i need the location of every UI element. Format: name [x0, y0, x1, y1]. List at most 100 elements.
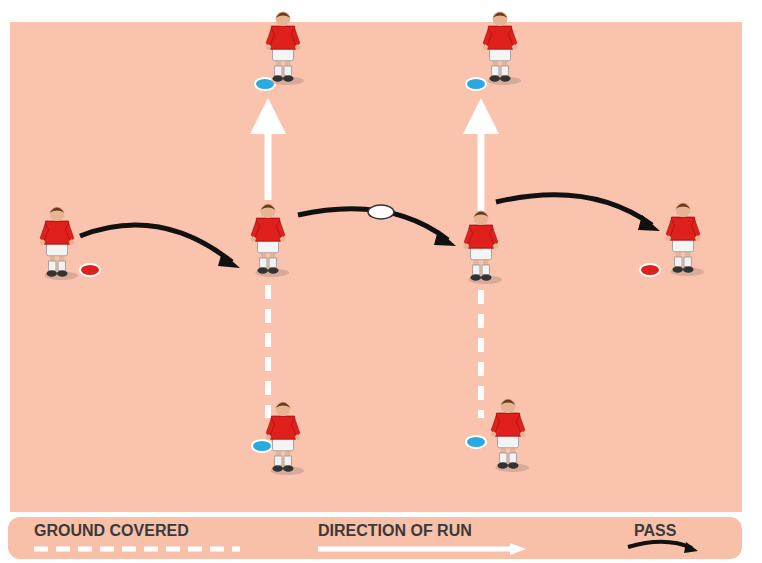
player-hair [50, 207, 65, 212]
player-part [691, 219, 699, 238]
legend-pass-sample-head [684, 542, 698, 553]
player-part [280, 236, 285, 241]
player-head [261, 203, 276, 218]
player-head [276, 401, 291, 416]
player-part [58, 261, 65, 270]
player-part [481, 274, 492, 280]
player-part [464, 227, 472, 246]
legend-bar [8, 517, 742, 559]
player-part [491, 431, 496, 436]
player-shirt [468, 225, 493, 248]
player-part [295, 434, 300, 439]
player [483, 11, 521, 85]
player-part [273, 75, 284, 81]
player-part [40, 223, 48, 242]
player-part [266, 418, 274, 437]
player-part [251, 220, 259, 239]
pass-arrow-head [638, 215, 660, 231]
player-part [69, 239, 74, 244]
player-shirt [270, 416, 295, 439]
player-part [49, 261, 56, 270]
pass-arrow-head [218, 252, 240, 268]
player-part [276, 220, 284, 239]
player [251, 203, 289, 277]
player-part [520, 431, 525, 436]
player-part [483, 44, 488, 49]
player-part [491, 415, 499, 434]
player-part [500, 453, 507, 462]
player-part [666, 219, 674, 238]
player-hair [501, 399, 516, 404]
player-head [276, 11, 291, 26]
player [666, 202, 704, 276]
player-part [283, 465, 294, 471]
legend-pass-sample [628, 542, 692, 548]
player-hair [276, 402, 291, 407]
player-hair [676, 203, 691, 208]
player-hair [261, 204, 276, 209]
player-part [464, 243, 469, 248]
player-part [284, 66, 291, 75]
player-part [275, 66, 282, 75]
player-part [666, 235, 671, 240]
player-part [295, 44, 300, 49]
player-part [509, 453, 516, 462]
player-part [675, 257, 682, 266]
player-part [291, 418, 299, 437]
player-part [498, 462, 509, 468]
run-arrow [478, 130, 485, 222]
player-part [508, 462, 519, 468]
player-part [258, 267, 269, 273]
pass-arrow [80, 225, 232, 262]
player-part [673, 266, 684, 272]
players [40, 11, 704, 475]
player-part [47, 270, 58, 276]
player-part [501, 66, 508, 75]
player-shirt [487, 26, 512, 49]
player-head [50, 206, 65, 221]
player-part [516, 415, 524, 434]
player [491, 398, 529, 472]
player [40, 206, 78, 280]
player-part [695, 235, 700, 240]
player-part [40, 239, 45, 244]
player-part [269, 258, 276, 267]
red-cone [80, 264, 100, 276]
player-part [492, 66, 499, 75]
run-arrow-head [250, 98, 286, 134]
player-hair [493, 12, 508, 17]
legend-label: GROUND COVERED [34, 522, 189, 540]
blue-cone [252, 440, 272, 452]
player-part [684, 257, 691, 266]
player-shirt [495, 413, 520, 436]
player-hair [276, 12, 291, 17]
player [266, 401, 304, 475]
blue-cone [466, 436, 486, 448]
player-part [275, 456, 282, 465]
player-shirt [255, 218, 280, 241]
player-hair [474, 211, 489, 216]
player-head [493, 11, 508, 26]
pass-arrow-head [434, 230, 456, 246]
player-part [266, 44, 271, 49]
blue-cone [466, 78, 486, 90]
pitch [10, 22, 742, 512]
player-part [65, 223, 73, 242]
rugby-ball [368, 205, 394, 219]
player-part [508, 28, 516, 47]
ground-covered-line [478, 290, 484, 418]
player [464, 210, 502, 284]
pass-arrow [496, 195, 652, 225]
legend-label: PASS [634, 522, 676, 540]
player-part [473, 265, 480, 274]
player-part [284, 456, 291, 465]
run-arrow-head [463, 98, 499, 134]
player-part [493, 243, 498, 248]
player-part [268, 267, 279, 273]
red-cone [640, 264, 660, 276]
player-part [482, 265, 489, 274]
legend-run-sample-head [510, 543, 526, 555]
player-shirt [670, 217, 695, 240]
